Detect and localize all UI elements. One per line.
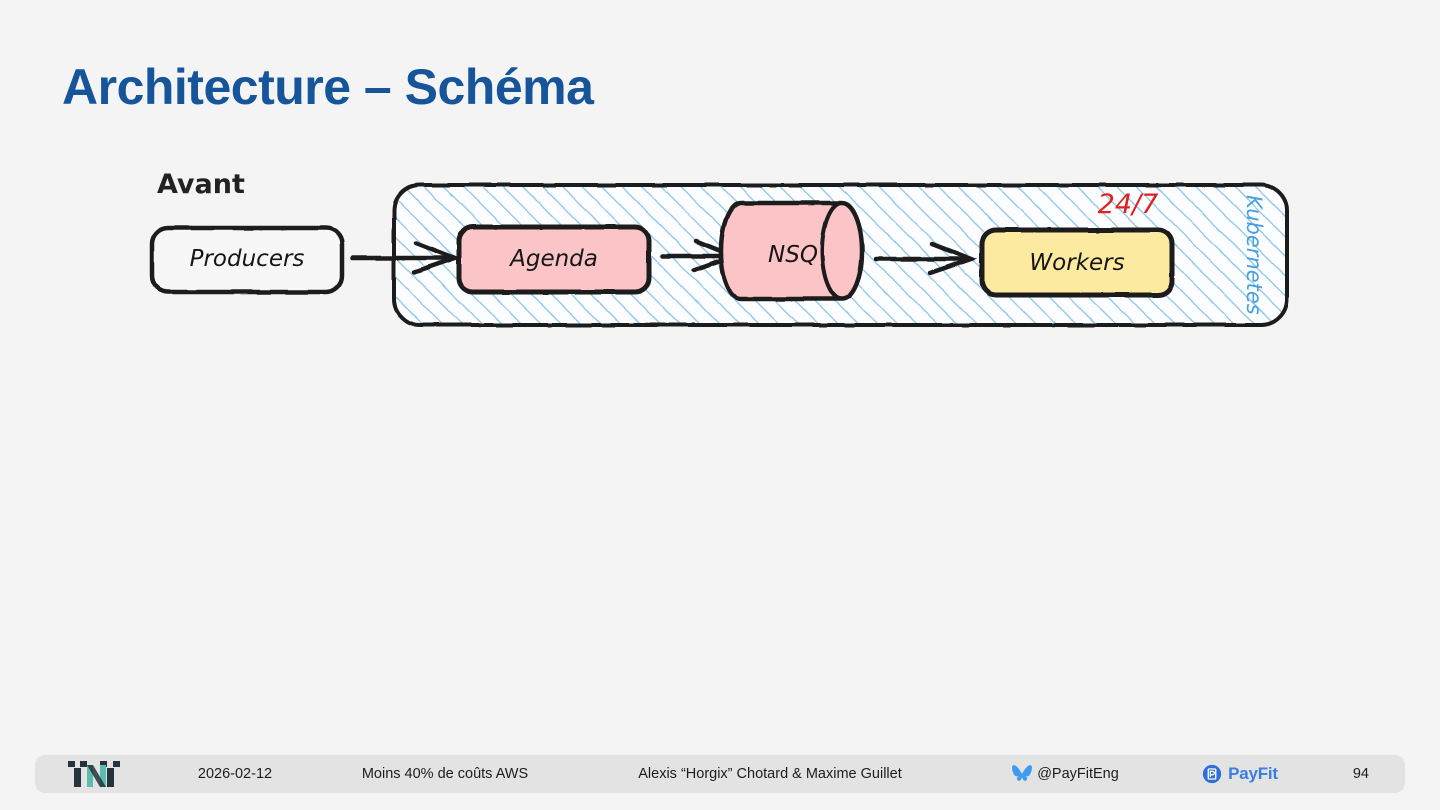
footer-social[interactable]: @PayFitEng (965, 764, 1165, 784)
section-label-avant: Avant (157, 169, 245, 200)
edge-producers-agenda (349, 240, 462, 275)
page-title: Architecture – Schéma (62, 59, 594, 115)
payfit-p-icon (1202, 764, 1222, 784)
node-label-producers: Producers (190, 246, 305, 272)
architecture-diagram: Kubernetes Producers Agenda (0, 140, 1440, 370)
node-label-workers: Workers (1029, 250, 1124, 276)
node-nsq[interactable]: NSQ (718, 200, 865, 302)
footer-bar: 2026-02-12 Moins 40% de coûts AWS Alexis… (35, 755, 1405, 793)
edge-nsq-workers (873, 241, 978, 276)
diagram-canvas: Kubernetes Producers Agenda (149, 169, 1289, 327)
footer-logo (35, 761, 155, 787)
node-agenda[interactable]: Agenda (456, 224, 652, 295)
footer-authors: Alexis “Horgix” Chotard & Maxime Guillet (638, 766, 902, 782)
agenda-box (456, 224, 652, 295)
node-label-agenda: Agenda (508, 246, 598, 272)
producers-box (149, 225, 345, 295)
node-label-nsq: NSQ (768, 242, 818, 268)
footer-brand[interactable]: PayFit (1165, 764, 1315, 784)
node-producers[interactable]: Producers (149, 225, 345, 295)
footer-brand-name: PayFit (1228, 764, 1278, 783)
kubernetes-label: Kubernetes (1242, 195, 1266, 315)
nsq-cylinder-cap (820, 201, 843, 301)
annotation-24-7: 24/7 (1098, 189, 1159, 220)
footer-talk-title: Moins 40% de coûts AWS (361, 766, 529, 782)
footer-date: 2026-02-12 (197, 766, 273, 782)
bluesky-butterfly-icon (1012, 765, 1033, 781)
tnt-logo-icon (68, 761, 120, 787)
footer-social-handle: @PayFitEng (1037, 766, 1119, 782)
footer-page-number: 94 (1352, 766, 1369, 782)
workers-box (979, 227, 1175, 298)
node-workers[interactable]: Workers (979, 227, 1175, 298)
